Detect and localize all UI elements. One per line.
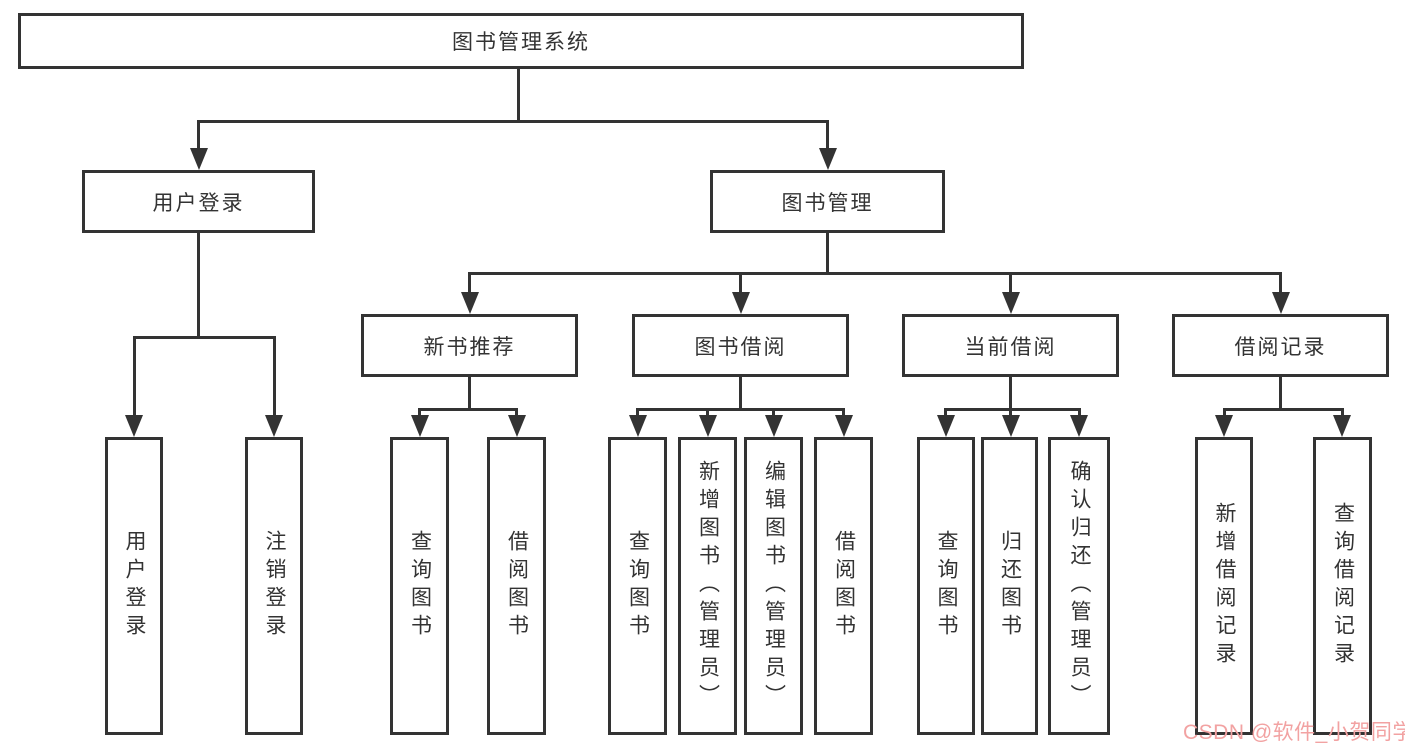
arrow-down-icon bbox=[629, 415, 647, 437]
leaf-confirm-return-admin-label: 确认归还（管理员） bbox=[1068, 460, 1091, 712]
connector-current-leaf1 bbox=[944, 408, 947, 418]
leaf-add-book-admin-label: 新增图书（管理员） bbox=[696, 460, 720, 712]
leaf-add-borrow-record: 新增借阅记录 bbox=[1195, 437, 1253, 735]
connector-root-stem bbox=[517, 69, 520, 123]
arrow-down-icon bbox=[265, 415, 283, 437]
connector-mgmt-bar bbox=[468, 272, 1282, 275]
arrow-down-icon bbox=[819, 148, 837, 170]
connector-to-borrow bbox=[739, 272, 742, 296]
connector-login-bar bbox=[133, 336, 276, 339]
leaf-edit-book-admin-label: 编辑图书（管理员） bbox=[762, 460, 786, 712]
arrow-down-icon bbox=[125, 415, 143, 437]
leaf-return-book: 归还图书 bbox=[981, 437, 1038, 735]
leaf-recommend-borrow-book: 借阅图书 bbox=[487, 437, 546, 735]
node-root-label: 图书管理系统 bbox=[452, 31, 590, 54]
connector-recommend-bar bbox=[418, 408, 518, 411]
connector-borrow-leaf3 bbox=[772, 408, 775, 418]
arrow-down-icon bbox=[508, 415, 526, 437]
node-user-login: 用户登录 bbox=[82, 170, 315, 233]
node-borrow-record: 借阅记录 bbox=[1172, 314, 1389, 377]
node-new-book-recommend: 新书推荐 bbox=[361, 314, 578, 377]
connector-login-leaf2 bbox=[273, 336, 276, 417]
arrow-down-icon bbox=[1272, 292, 1290, 314]
arrow-down-icon bbox=[411, 415, 429, 437]
connector-current-leaf3 bbox=[1078, 408, 1081, 418]
node-book-mgmt-label: 图书管理 bbox=[781, 191, 874, 215]
leaf-current-query-book-label: 查询图书 bbox=[935, 530, 958, 642]
node-root: 图书管理系统 bbox=[18, 13, 1024, 69]
arrow-down-icon bbox=[1215, 415, 1233, 437]
connector-record-leaf2 bbox=[1341, 408, 1344, 418]
connector-to-current bbox=[1009, 272, 1012, 296]
leaf-borrow-book-label: 借阅图书 bbox=[832, 530, 856, 642]
node-book-borrow: 图书借阅 bbox=[632, 314, 849, 377]
connector-borrow-bar bbox=[636, 408, 845, 411]
leaf-add-book-admin: 新增图书（管理员） bbox=[678, 437, 737, 735]
node-current-borrow: 当前借阅 bbox=[902, 314, 1119, 377]
arrow-down-icon bbox=[699, 415, 717, 437]
leaf-logout: 注销登录 bbox=[245, 437, 303, 735]
leaf-confirm-return-admin: 确认归还（管理员） bbox=[1048, 437, 1110, 735]
arrow-down-icon bbox=[765, 415, 783, 437]
connector-login-leaf1 bbox=[133, 336, 136, 417]
leaf-add-borrow-record-label: 新增借阅记录 bbox=[1213, 502, 1236, 670]
connector-borrow-leaf2 bbox=[706, 408, 709, 418]
connector-recommend-leaf2 bbox=[515, 408, 518, 418]
arrow-down-icon bbox=[835, 415, 853, 437]
connector-recommend-stem bbox=[468, 376, 471, 411]
node-new-book-recommend-label: 新书推荐 bbox=[423, 335, 516, 359]
connector-to-login bbox=[197, 120, 200, 152]
connector-mgmt-stem bbox=[826, 232, 829, 275]
connector-to-recommend bbox=[468, 272, 471, 296]
leaf-query-borrow-record: 查询借阅记录 bbox=[1313, 437, 1372, 735]
leaf-logout-label: 注销登录 bbox=[263, 530, 286, 642]
connector-record-bar bbox=[1223, 408, 1344, 411]
node-book-borrow-label: 图书借阅 bbox=[694, 335, 787, 359]
connector-recommend-leaf1 bbox=[418, 408, 421, 418]
leaf-current-query-book: 查询图书 bbox=[917, 437, 975, 735]
connector-current-leaf2 bbox=[1009, 408, 1012, 418]
connector-to-mgmt bbox=[826, 120, 829, 152]
connector-record-stem bbox=[1279, 376, 1282, 411]
leaf-user-login: 用户登录 bbox=[105, 437, 163, 735]
node-borrow-record-label: 借阅记录 bbox=[1234, 335, 1327, 359]
arrow-down-icon bbox=[1333, 415, 1351, 437]
arrow-down-icon bbox=[937, 415, 955, 437]
arrow-down-icon bbox=[1070, 415, 1088, 437]
connector-to-record bbox=[1279, 272, 1282, 296]
leaf-recommend-query-book: 查询图书 bbox=[390, 437, 449, 735]
arrow-down-icon bbox=[461, 292, 479, 314]
connector-borrow-leaf4 bbox=[842, 408, 845, 418]
leaf-edit-book-admin: 编辑图书（管理员） bbox=[744, 437, 803, 735]
arrow-down-icon bbox=[732, 292, 750, 314]
connector-root-bar bbox=[197, 120, 829, 123]
connector-borrow-leaf1 bbox=[636, 408, 639, 418]
connector-current-bar bbox=[944, 408, 1081, 411]
node-current-borrow-label: 当前借阅 bbox=[964, 335, 1057, 359]
connector-borrow-stem bbox=[739, 376, 742, 411]
connector-current-stem bbox=[1009, 376, 1012, 411]
leaf-query-borrow-record-label: 查询借阅记录 bbox=[1331, 502, 1355, 670]
leaf-recommend-borrow-book-label: 借阅图书 bbox=[505, 530, 529, 642]
leaf-borrow-query-book: 查询图书 bbox=[608, 437, 667, 735]
arrow-down-icon bbox=[1002, 292, 1020, 314]
leaf-borrow-query-book-label: 查询图书 bbox=[626, 530, 650, 642]
leaf-return-book-label: 归还图书 bbox=[998, 530, 1022, 642]
leaf-recommend-query-book-label: 查询图书 bbox=[408, 530, 432, 642]
arrow-down-icon bbox=[190, 148, 208, 170]
csdn-watermark: CSDN @软件_小贺同学 bbox=[1183, 721, 1405, 744]
leaf-borrow-book: 借阅图书 bbox=[814, 437, 873, 735]
node-book-mgmt: 图书管理 bbox=[710, 170, 945, 233]
connector-login-stem bbox=[197, 232, 200, 339]
leaf-user-login-label: 用户登录 bbox=[123, 530, 146, 642]
node-user-login-label: 用户登录 bbox=[152, 191, 245, 215]
arrow-down-icon bbox=[1002, 415, 1020, 437]
connector-record-leaf1 bbox=[1223, 408, 1226, 418]
